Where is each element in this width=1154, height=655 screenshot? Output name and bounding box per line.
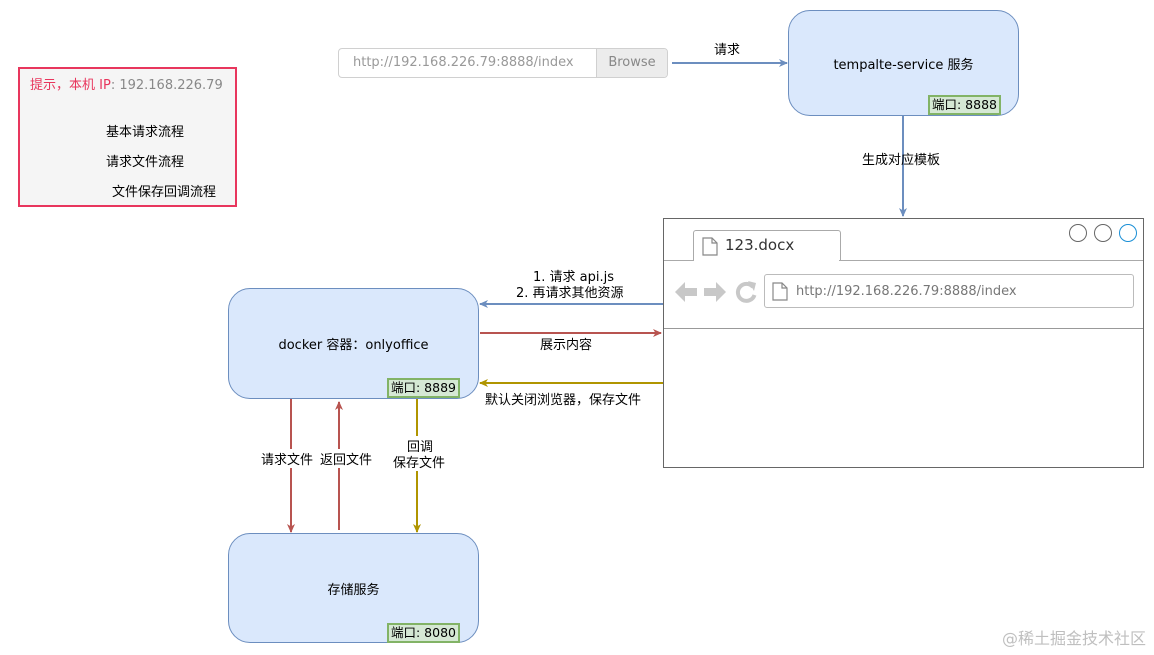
watermark: @稀土掘金技术社区 — [1001, 629, 1146, 648]
edge-label-request: 请求 — [714, 43, 741, 58]
legend-item-file: 请求文件流程 — [106, 155, 185, 170]
edge-label-api-request-1: 1. 请求 api.js — [533, 270, 615, 285]
edge-label-api-request-2: 2. 再请求其他资源 — [516, 286, 624, 301]
browser-window: 123.docx http://192.168.226.79:8888/inde… — [663, 218, 1144, 468]
docker-onlyoffice-node: docker 容器：onlyoffice 端口: 8889 — [228, 288, 479, 399]
legend-title-prefix: 提示，本机 IP — [30, 78, 111, 93]
url-input[interactable]: http://192.168.226.79:8888/index Browse — [338, 48, 668, 78]
template-service-label: tempalte-service 服务 — [833, 58, 974, 73]
browse-button[interactable]: Browse — [596, 49, 667, 77]
window-control-circle-1[interactable] — [1069, 224, 1087, 242]
edge-label-request-file: 请求文件 — [261, 449, 314, 468]
window-control-circle-2[interactable] — [1094, 224, 1112, 242]
edge-label-display-content: 展示内容 — [540, 338, 593, 353]
legend-title-ip: 192.168.226.79 — [119, 78, 223, 93]
storage-service-label: 存储服务 — [327, 583, 380, 598]
legend-box: 提示，本机 IP: 192.168.226.79 — [18, 67, 237, 207]
url-input-value: http://192.168.226.79:8888/index — [353, 55, 574, 70]
docker-port-badge: 端口: 8889 — [387, 378, 460, 398]
reload-icon[interactable] — [734, 280, 758, 304]
browser-address-bar[interactable]: http://192.168.226.79:8888/index — [764, 274, 1134, 308]
window-control-circle-3[interactable] — [1119, 224, 1137, 242]
browser-toolbar-divider — [664, 328, 1143, 329]
back-arrow-icon[interactable] — [674, 281, 698, 303]
legend-title-colon: : — [110, 78, 116, 93]
template-service-node: tempalte-service 服务 端口: 8888 — [788, 10, 1019, 116]
template-service-port-badge: 端口: 8888 — [928, 95, 1001, 115]
forward-arrow-icon[interactable] — [703, 281, 727, 303]
browser-tab[interactable]: 123.docx — [693, 230, 841, 261]
page-icon — [772, 282, 788, 301]
browser-tab-title: 123.docx — [725, 236, 795, 254]
tab-strip-line-left — [664, 260, 693, 261]
edge-label-save-on-close: 默认关闭浏览器，保存文件 — [485, 393, 642, 408]
browser-address-text: http://192.168.226.79:8888/index — [796, 284, 1017, 299]
docker-onlyoffice-label: docker 容器：onlyoffice — [278, 338, 429, 353]
legend-item-basic: 基本请求流程 — [106, 125, 185, 140]
edge-label-generate-template: 生成对应模板 — [862, 153, 941, 168]
edge-label-return-file: 返回文件 — [320, 449, 373, 468]
document-icon — [702, 237, 718, 256]
storage-service-node: 存储服务 端口: 8080 — [228, 533, 479, 643]
edge-label-callback-2: 保存文件 — [393, 452, 446, 471]
legend-title: 提示，本机 IP: 192.168.226.79 — [30, 74, 223, 93]
legend-item-callback: 文件保存回调流程 — [112, 185, 217, 200]
storage-port-badge: 端口: 8080 — [387, 623, 460, 643]
tab-strip-line-right — [839, 260, 1143, 261]
edge-label-callback-1: 回调 — [407, 436, 434, 455]
